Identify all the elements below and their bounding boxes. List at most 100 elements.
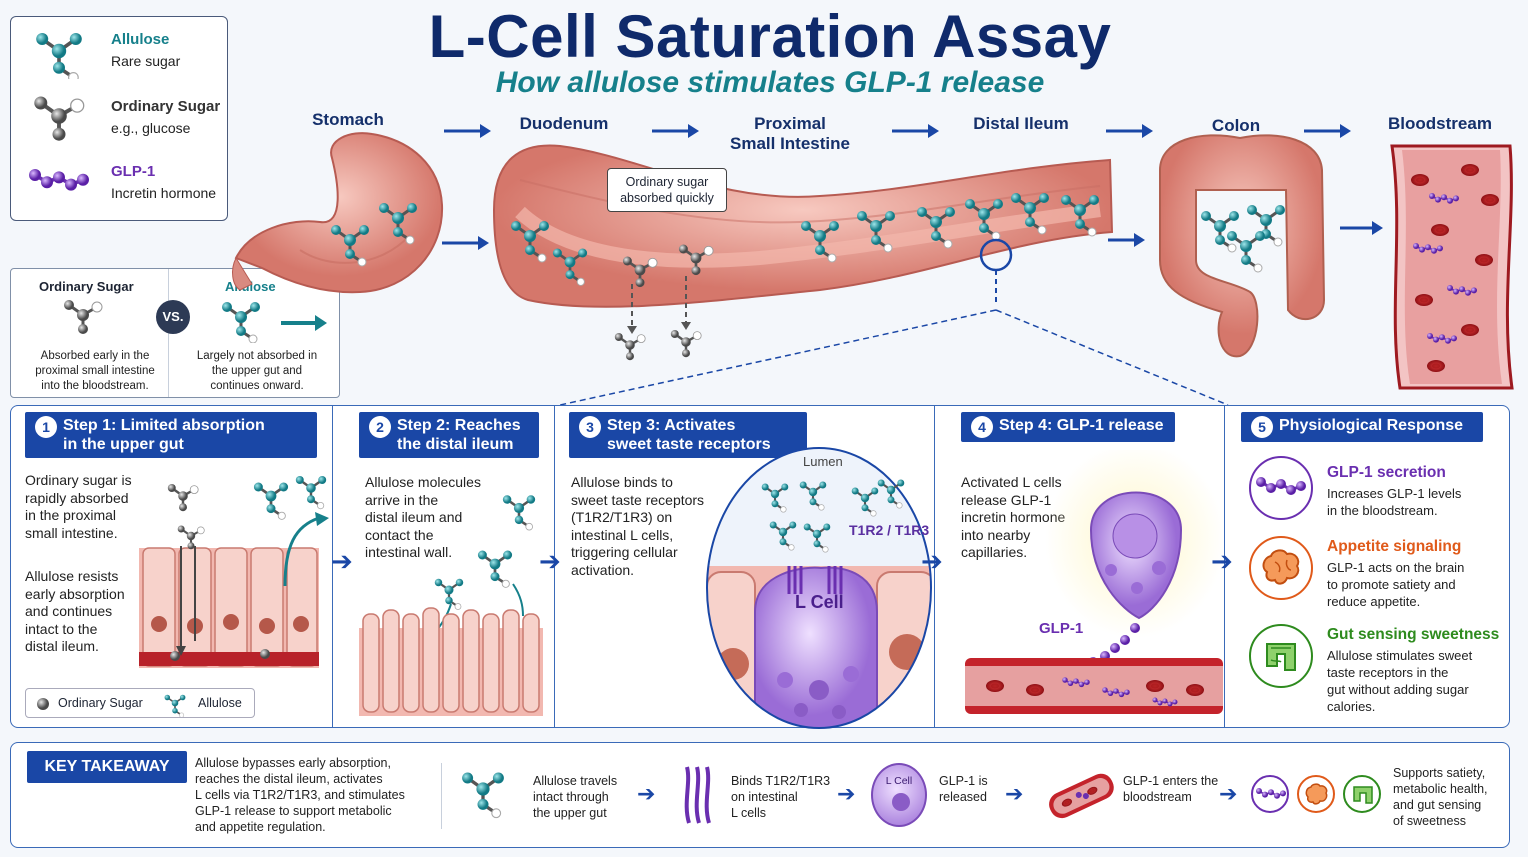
text-line: the upper gut: [533, 806, 607, 820]
step-1-text-allulose: Allulose resists early absorption and co…: [25, 568, 145, 656]
response-text: GLP-1 acts on the brain to promote satie…: [1327, 559, 1464, 610]
compare-right-text: Largely not absorbed in the upper gut an…: [185, 349, 329, 394]
text-line: incretin hormone: [961, 509, 1066, 525]
text-line: proximal small intestine: [35, 365, 155, 377]
allulose-molecule-icon: [163, 693, 187, 717]
text-line: capillaries.: [961, 544, 1028, 560]
legend-name: GLP-1: [111, 163, 156, 180]
step-number: 5: [1251, 416, 1273, 438]
text-line: sweet taste receptors: [571, 491, 705, 508]
step-1-legend: Ordinary Sugar Allulose: [25, 688, 255, 718]
text-line: into nearby: [961, 526, 1031, 543]
text-line: Physiological Response: [1279, 417, 1464, 434]
sugar-dot-icon: [37, 698, 49, 710]
text-line: and continues: [25, 603, 113, 619]
text-line: Supports satiety,: [1393, 766, 1486, 780]
text-line: of sweetness: [1393, 814, 1466, 828]
text-line: on intestinal: [731, 790, 798, 804]
text-line: released: [939, 790, 987, 804]
gut-journey-illustration: [232, 124, 1514, 405]
legend-desc: Rare sugar: [111, 53, 181, 69]
flow-step-text: GLP-1 enters the bloodstream: [1123, 773, 1233, 805]
legend-name: Ordinary Sugar: [111, 98, 221, 115]
text-line: gut without adding sugar: [1327, 682, 1469, 697]
text-line: small intestine.: [25, 524, 118, 541]
text-line: rapidly absorbed: [25, 489, 129, 506]
text-line: taste receptors in the: [1327, 665, 1449, 680]
text-line: Ordinary sugar: [625, 175, 709, 189]
text-line: sweet taste receptors: [607, 436, 771, 453]
arrow-right-icon: ➔: [637, 781, 656, 806]
flow-step-text: Allulose travels intact through the uppe…: [533, 773, 633, 821]
arrow-right-icon: ➔: [1005, 781, 1024, 806]
text-line: intestinal L cells,: [571, 526, 674, 543]
text-line: reduce appetite.: [1327, 594, 1421, 609]
text-line: Step 3: Activates: [607, 417, 736, 434]
glp1-secretion-icon: [1249, 456, 1313, 520]
step-5-header: 5 Physiological Response: [1241, 412, 1483, 442]
text-line: in the bloodstream.: [1327, 503, 1438, 518]
text-line: to promote satiety and: [1327, 577, 1456, 592]
legend-item-glp1: GLP-1 Incretin hormone: [25, 161, 225, 211]
text-line: into the bloodstream.: [41, 380, 149, 392]
text-line: the upper gut and: [211, 365, 303, 377]
brain-icon: [1297, 775, 1335, 813]
arrow-right-icon: ➔: [1211, 546, 1233, 576]
arrow-right-icon: ➔: [331, 546, 353, 576]
text-line: release GLP-1: [961, 491, 1052, 508]
l-cell-label: L Cell: [795, 592, 844, 612]
stage-duodenum: Duodenum: [519, 114, 609, 133]
text-line: absorbed quickly: [620, 191, 714, 205]
text-line: intestinal wall.: [365, 544, 453, 560]
l-cell-icon-label: L Cell: [885, 775, 913, 787]
key-takeaway-badge: KEY TAKEAWAY: [27, 751, 187, 783]
absorption-illustration: [139, 474, 329, 668]
intestine-icon: [1343, 775, 1381, 813]
text-line: distal ileum and: [365, 509, 463, 525]
glp1-release-illustration: [965, 450, 1223, 714]
compare-left-head: Ordinary Sugar: [39, 279, 134, 294]
text-line: Step 1: Limited absorption: [63, 417, 265, 434]
text-line: Ordinary sugar is: [25, 472, 132, 488]
text-line: Allulose molecules: [365, 474, 481, 490]
legend-desc: e.g., glucose: [111, 120, 191, 136]
key-takeaway-box: KEY TAKEAWAY Allulose bypasses early abs…: [10, 742, 1510, 848]
text-line: Allulose bypasses early absorption,: [195, 756, 391, 770]
arrow-right-icon: ➔: [539, 546, 561, 576]
text-line: calories.: [1327, 699, 1376, 714]
text-line: and appetite regulation.: [195, 820, 326, 834]
sugar-vs-allulose-box: Ordinary Sugar Allulose VS. Absorbed ear…: [10, 268, 340, 398]
legend-desc: Incretin hormone: [111, 185, 217, 201]
text-line: L cells via T1R2/T1R3, and stimulates: [195, 788, 405, 802]
legend-name: Allulose: [111, 31, 170, 48]
stage-bloodstream: Bloodstream: [1388, 114, 1492, 133]
text-line: in the proximal: [25, 507, 117, 523]
text-line: reaches the distal ileum, activates: [195, 772, 383, 786]
page-title: L-Cell Saturation Assay: [428, 3, 1112, 70]
text-line: GLP-1 enters the: [1123, 774, 1219, 788]
stage-stomach: Stomach: [312, 110, 384, 129]
text-line: L cells: [731, 806, 766, 820]
text-line: continues onward.: [210, 380, 304, 392]
legend-allulose-label: Allulose: [198, 696, 242, 710]
response-title: Gut sensing sweetness: [1327, 626, 1500, 643]
response-title: Appetite signaling: [1327, 538, 1462, 555]
text-line: arrive in the: [365, 491, 439, 508]
lumen-label: Lumen: [803, 454, 843, 469]
text-line: in the upper gut: [63, 436, 184, 453]
text-line: triggering cellular: [571, 544, 678, 560]
step-number: 2: [369, 416, 391, 438]
step-3-text: Allulose binds to sweet taste receptors …: [571, 474, 721, 579]
step-number: 4: [971, 416, 993, 438]
text-line: and gut sensing: [1393, 798, 1482, 812]
text-line: GLP-1 release to support metabolic: [195, 804, 392, 818]
text-line: intact to the: [25, 620, 98, 637]
legend-item-allulose: Allulose Rare sugar: [25, 29, 225, 79]
arrow-right-icon: ➔: [921, 546, 943, 576]
allulose-molecule-icon: [460, 770, 506, 820]
